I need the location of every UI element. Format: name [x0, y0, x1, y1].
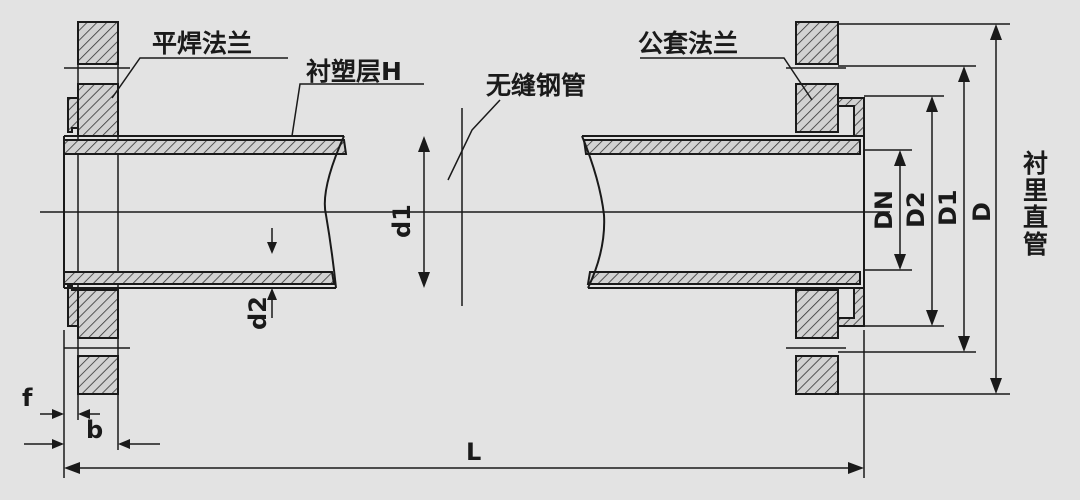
label-seamless-pipe: 无缝钢管 [486, 71, 586, 100]
label-lined-straight-pipe: 衬里直管 [1020, 150, 1049, 258]
dimension-D2-line [926, 96, 938, 326]
label-d1: d1 [388, 204, 416, 238]
left-lining-face [67, 97, 79, 327]
dimension-dn-line [894, 150, 906, 270]
label-b: b [86, 416, 103, 444]
dimension-f-line [40, 409, 100, 419]
label-slip-on-flange: 平焊法兰 [152, 29, 252, 58]
label-f: f [22, 384, 33, 412]
left-slip-on-flange [64, 21, 130, 395]
dimension-b-line [24, 439, 160, 449]
dimension-L-line [64, 462, 864, 474]
label-D1: D1 [934, 189, 962, 226]
dimension-D-line [990, 24, 1002, 394]
label-D: D [968, 202, 996, 222]
leader-lines [111, 57, 813, 181]
dimension-d2 [267, 228, 277, 318]
label-d2: d2 [244, 296, 272, 330]
label-loose-flange: 公套法兰 [638, 29, 738, 58]
right-loose-flange [786, 21, 865, 395]
dimension-D1-line [958, 66, 970, 352]
label-D2: D2 [902, 191, 930, 228]
pipe-left-section [63, 135, 348, 289]
label-lining-layer: 衬塑层H [306, 57, 402, 86]
dimension-d1 [418, 136, 430, 288]
label-L: L [466, 438, 481, 466]
label-dn: DN [870, 190, 898, 230]
pipe-right-section [581, 135, 864, 289]
bottom-extension-lines [63, 330, 865, 478]
right-extension-lines [838, 23, 1010, 395]
